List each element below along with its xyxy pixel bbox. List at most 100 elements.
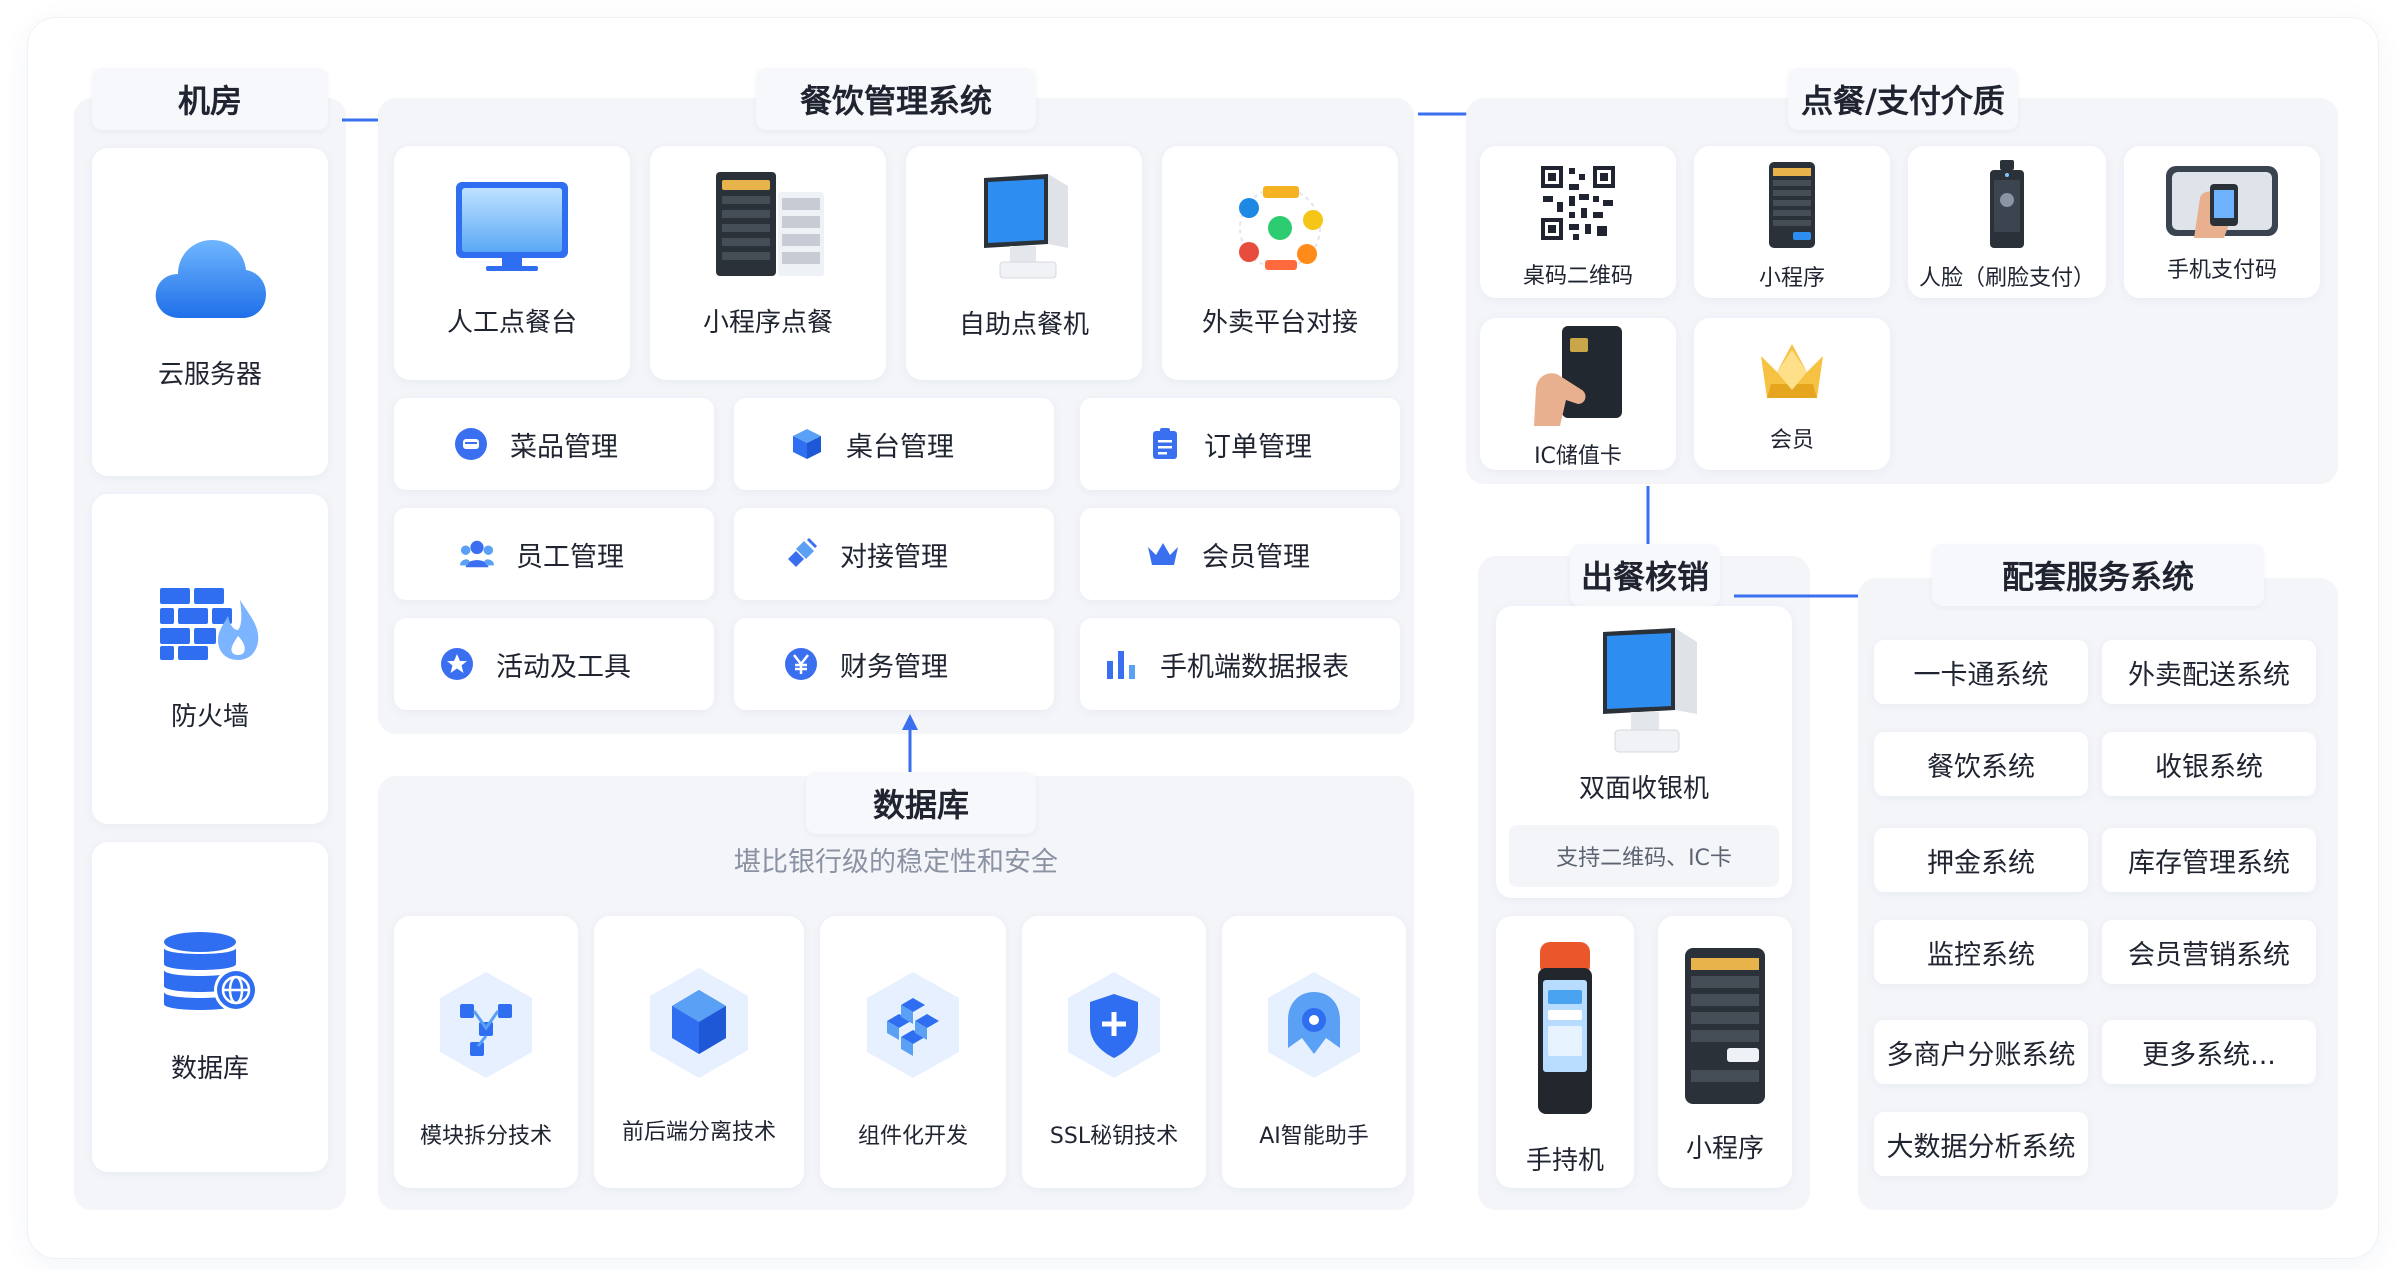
cloud-server-card: 云服务器 — [92, 148, 328, 476]
tech-card-ai: AI智能助手 — [1222, 916, 1406, 1188]
face-pay-device-icon — [1982, 158, 2032, 254]
pay-card-mini: 小程序 — [1694, 146, 1890, 298]
module-label-activity: 活动及工具 — [496, 651, 631, 683]
firewall-label: 防火墙 — [170, 701, 249, 732]
checkout-main-label: 双面收银机 — [1578, 774, 1709, 804]
module-label-member: 会员管理 — [1202, 541, 1310, 573]
cloud-icon — [152, 234, 268, 324]
module-dish: 菜品管理 — [394, 398, 714, 490]
checkout-device-label-handheld: 手持机 — [1525, 1146, 1604, 1176]
tech-label-ssl: SSL秘钥技术 — [1049, 1124, 1179, 1149]
tech-label-frontend-backend: 前后端分离技术 — [621, 1120, 776, 1145]
database-card: 数据库 — [92, 842, 328, 1172]
cube-icon — [790, 427, 824, 461]
checkout-device-label-mini: 小程序 — [1685, 1134, 1764, 1164]
product-label-mini-program: 小程序点餐 — [702, 308, 833, 338]
phone-pay-icon — [2164, 164, 2280, 242]
shield-icon — [1064, 970, 1164, 1084]
module-order: 订单管理 — [1080, 398, 1400, 490]
pay-label-member: 会员 — [1769, 428, 1814, 453]
pay-label-ic: IC储值卡 — [1534, 444, 1622, 469]
checkout-device-handheld: 手持机 — [1496, 916, 1634, 1188]
firewall-card: 防火墙 — [92, 494, 328, 824]
star-icon — [440, 647, 474, 681]
handheld-pos-icon — [1534, 940, 1596, 1120]
support-title: 配套服务系统 — [1932, 544, 2264, 606]
support-item: 大数据分析系统 — [1874, 1112, 2088, 1176]
checkout-title: 出餐核销 — [1570, 544, 1720, 606]
pay-label-phone-code: 手机支付码 — [2166, 258, 2277, 283]
pay-card-qr: 桌码二维码 — [1480, 146, 1676, 298]
gold-crown-icon — [1757, 340, 1827, 410]
frontend-backend-icon — [644, 966, 754, 1084]
checkout-main-note: 支持二维码、IC卡 — [1509, 825, 1779, 887]
components-icon — [863, 970, 963, 1084]
qr-code-icon — [1539, 164, 1617, 246]
module-split-icon — [436, 970, 536, 1084]
module-integration: 对接管理 — [734, 508, 1054, 600]
support-item: 监控系统 — [1874, 920, 2088, 984]
tech-label-ai: AI智能助手 — [1259, 1124, 1369, 1149]
catering-title: 餐饮管理系统 — [756, 68, 1036, 130]
plug-icon — [784, 537, 818, 571]
module-staff: 员工管理 — [394, 508, 714, 600]
ai-assistant-icon — [1264, 970, 1364, 1084]
product-label-manual-counter: 人工点餐台 — [446, 308, 577, 338]
monitor-icon — [452, 178, 572, 278]
tech-card-ssl: SSL秘钥技术 — [1022, 916, 1206, 1188]
product-label-self-kiosk: 自助点餐机 — [958, 310, 1089, 340]
product-card-delivery: 外卖平台对接 — [1162, 146, 1398, 380]
tech-label-components: 组件化开发 — [857, 1124, 968, 1149]
module-finance: 财务管理 — [734, 618, 1054, 710]
product-label-delivery: 外卖平台对接 — [1201, 308, 1358, 338]
support-item: 会员营销系统 — [2102, 920, 2316, 984]
module-label-staff: 员工管理 — [516, 541, 624, 573]
database-icon — [160, 930, 260, 1018]
bar-chart-icon — [1104, 647, 1138, 681]
module-label-table: 桌台管理 — [846, 431, 954, 463]
tech-card-frontend-backend: 前后端分离技术 — [594, 916, 804, 1188]
database-label: 数据库 — [170, 1053, 249, 1084]
support-item: 收银系统 — [2102, 732, 2316, 796]
support-item: 多商户分账系统 — [1874, 1020, 2088, 1084]
delivery-platforms-icon — [1225, 180, 1335, 280]
arrow-database-to-catering — [902, 714, 918, 772]
tech-label-module-split: 模块拆分技术 — [419, 1124, 552, 1149]
checkout-device-mini: 小程序 — [1658, 916, 1792, 1188]
module-label-integration: 对接管理 — [840, 541, 948, 573]
pay-card-ic: IC储值卡 — [1480, 318, 1676, 470]
module-label-finance: 财务管理 — [840, 651, 948, 683]
users-icon — [460, 537, 494, 571]
tech-card-components: 组件化开发 — [820, 916, 1006, 1188]
crown-icon — [1146, 537, 1180, 571]
machine-room-title: 机房 — [92, 68, 328, 130]
database-subtitle: 堪比银行级的稳定性和安全 — [734, 847, 1058, 878]
support-item: 餐饮系统 — [1874, 732, 2088, 796]
pay-card-phone-code: 手机支付码 — [2124, 146, 2320, 298]
module-label-dish: 菜品管理 — [510, 431, 618, 463]
clipboard-icon — [1148, 427, 1182, 461]
pay-label-qr: 桌码二维码 — [1522, 264, 1633, 289]
product-card-manual-counter: 人工点餐台 — [394, 146, 630, 380]
module-activity: 活动及工具 — [394, 618, 714, 710]
pay-card-member: 会员 — [1694, 318, 1890, 470]
support-item: 押金系统 — [1874, 828, 2088, 892]
support-item: 更多系统... — [2102, 1020, 2316, 1084]
product-card-mini-program: 小程序点餐 — [650, 146, 886, 380]
pay-label-face: 人脸（刷脸支付） — [1918, 266, 2095, 291]
cloud-server-label: 云服务器 — [157, 359, 262, 390]
pay-label-mini: 小程序 — [1758, 266, 1825, 291]
database-title: 数据库 — [806, 772, 1036, 834]
firewall-icon — [158, 586, 262, 666]
payment-title: 点餐/支付介质 — [1788, 68, 2018, 130]
product-card-self-kiosk: 自助点餐机 — [906, 146, 1142, 380]
yen-icon — [784, 647, 818, 681]
module-label-mobile-report: 手机端数据报表 — [1160, 651, 1349, 683]
mini-program-screen-icon — [708, 168, 828, 284]
phone-icon — [1683, 946, 1767, 1110]
self-order-kiosk-icon — [964, 172, 1084, 286]
tech-card-module-split: 模块拆分技术 — [394, 916, 578, 1188]
ic-card-icon — [1530, 324, 1626, 430]
dish-icon — [454, 427, 488, 461]
module-table: 桌台管理 — [734, 398, 1054, 490]
